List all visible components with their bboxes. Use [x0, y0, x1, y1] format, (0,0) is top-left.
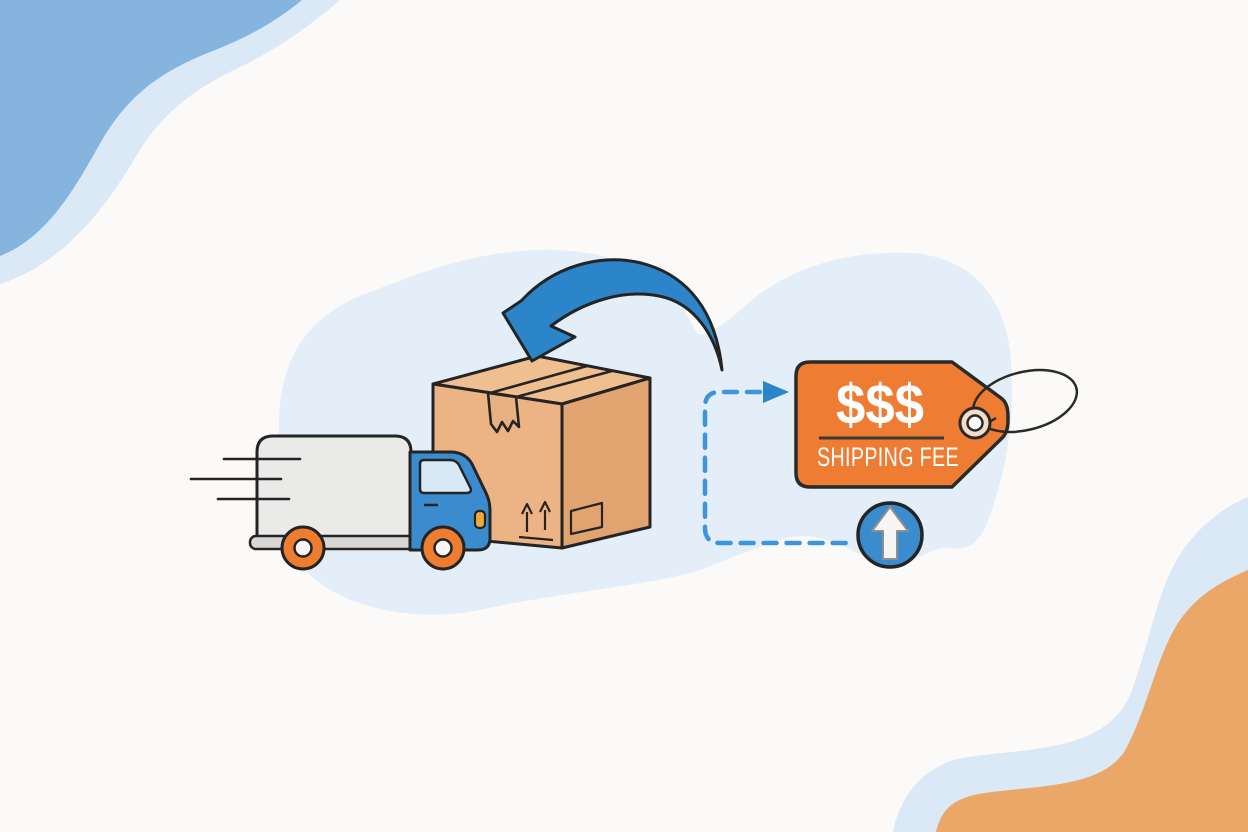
- this-side-up-icon: [518, 500, 554, 542]
- truck-bumper: [248, 534, 420, 551]
- dashed-arrowhead-icon: [763, 381, 789, 403]
- speed-lines: [189, 457, 302, 501]
- curved-arrow-icon: [501, 258, 724, 372]
- wheel-rear: [280, 525, 326, 571]
- tag-price-symbols: $$$: [836, 373, 924, 437]
- truck-windshield: [418, 458, 473, 495]
- background-blob-bottom-right: [936, 570, 1248, 832]
- shipping-label: [569, 501, 604, 536]
- up-arrow-icon: [871, 506, 909, 560]
- price-tag: $$$ SHIPPING FEE: [794, 360, 1079, 489]
- dashed-connector: [702, 381, 855, 546]
- headlight: [473, 509, 487, 530]
- box-right-face: [560, 376, 652, 550]
- tag-body: [794, 360, 1010, 489]
- wheel-front: [420, 525, 466, 571]
- tag-hole: [958, 406, 992, 440]
- tag-label-text: SHIPPING FEE: [817, 442, 959, 472]
- packing-tape-lines: [489, 364, 613, 399]
- delivery-truck: [189, 434, 492, 571]
- truck-cargo-body: [255, 434, 413, 539]
- background-blob-top-left: [0, 0, 302, 256]
- package-box: [431, 354, 652, 550]
- dashed-path: [702, 389, 855, 546]
- tape-end: [486, 391, 521, 434]
- fee-increase-indicator: [856, 501, 924, 569]
